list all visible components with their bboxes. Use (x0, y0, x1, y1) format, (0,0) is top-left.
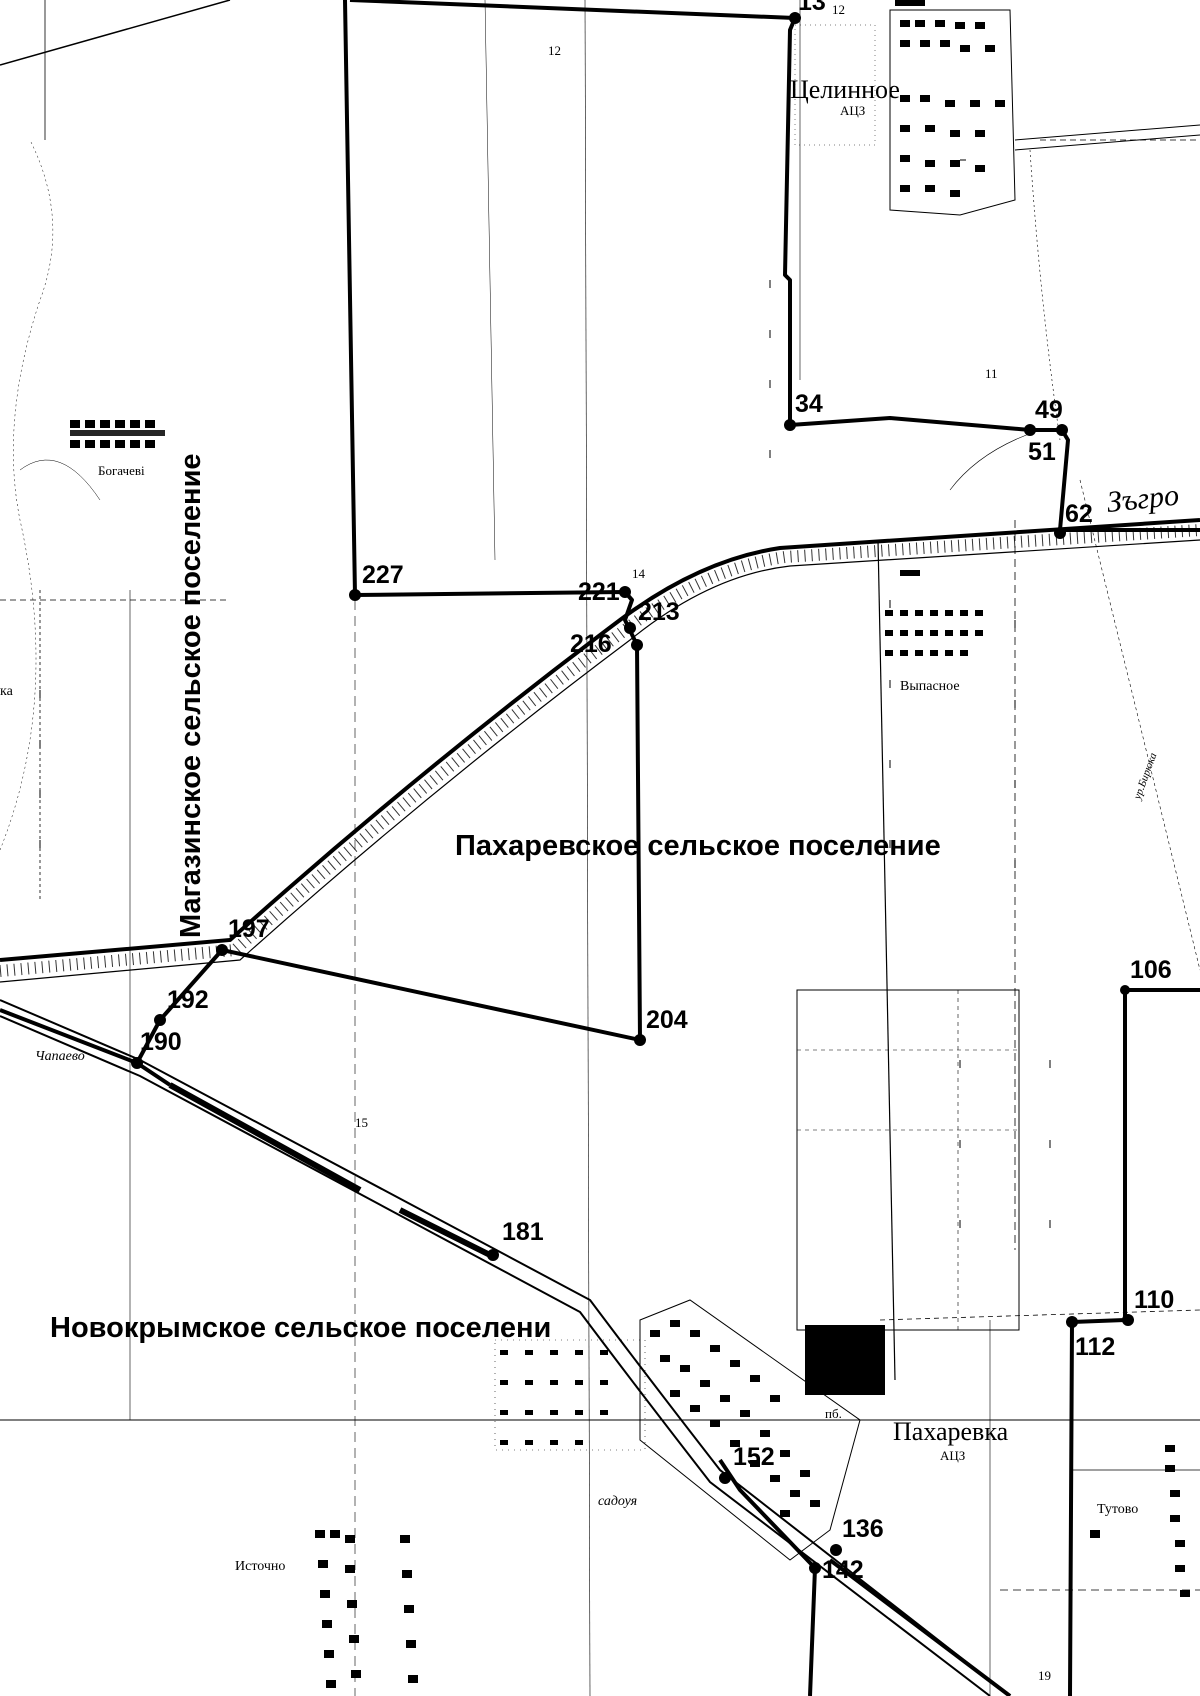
settlement-istochnoe (315, 1530, 418, 1688)
label-152: 152 (733, 1443, 775, 1471)
node-192 (154, 1014, 166, 1026)
settlement-tutovo (1090, 1445, 1190, 1597)
label-34: 34 (795, 390, 823, 418)
settlement-shelinnoe (794, 0, 1200, 216)
map-number-12b: 12 (832, 2, 845, 17)
railway (0, 999, 1011, 1696)
map-number-12a: 12 (548, 43, 561, 58)
node-49 (1024, 424, 1036, 436)
node-204 (634, 1034, 646, 1046)
label-110: 110 (1134, 1286, 1174, 1314)
node-34 (784, 419, 796, 431)
map-number-19: 19 (1038, 1668, 1051, 1683)
label-112: 112 (1075, 1333, 1115, 1361)
label-142: 142 (822, 1556, 864, 1584)
boundary-nodes (131, 12, 1134, 1574)
label-136: 136 (842, 1515, 884, 1543)
label-227: 227 (362, 561, 404, 589)
place-label-pb: пб. (825, 1406, 842, 1421)
label-204: 204 (646, 1006, 688, 1034)
highway (0, 518, 1200, 983)
node-152 (719, 1472, 731, 1484)
node-197 (216, 944, 228, 956)
place-sub-pakharevka: АЦЗ (940, 1448, 965, 1463)
node-227 (349, 589, 361, 601)
node-51 (1056, 424, 1068, 436)
label-216: 216 (570, 630, 612, 658)
label-51: 51 (1028, 438, 1056, 466)
place-label-bogachevo: Богачеві (98, 463, 145, 478)
field-marks (39, 9, 1051, 1228)
settlement-pakharevka (494, 1299, 885, 1561)
place-sub-shelinnoe: АЦЗ (840, 103, 865, 118)
region-label-magazinskoe: Магазинское сельское поселение (175, 453, 207, 938)
place-label-istochno: Источно (235, 1559, 285, 1574)
label-181: 181 (502, 1218, 544, 1246)
label-106: 106 (1130, 956, 1172, 984)
node-62 (1054, 527, 1066, 539)
road-name-label: Зъгро (1105, 479, 1180, 519)
node-142 (809, 1562, 821, 1574)
place-label-sadovaya: садоуя (598, 1494, 637, 1509)
place-label-pakharevka: Пахаревка (893, 1417, 1009, 1446)
label-221: 221 (578, 578, 620, 606)
node-190 (131, 1057, 143, 1069)
region-label-pakharevskoe: Пахаревское сельское поселение (455, 830, 941, 862)
label-192: 192 (167, 986, 209, 1014)
place-label-vypasnoe: Выпасное (900, 679, 960, 694)
map-number-14: 14 (632, 566, 646, 581)
place-label-tutovo: Тутово (1097, 1502, 1138, 1517)
node-112 (1066, 1316, 1078, 1328)
label-213: 213 (638, 598, 680, 626)
edge-fragment-ka: ка (0, 684, 14, 699)
place-label-shelinnoe: Целинное (790, 75, 900, 104)
label-62: 62 (1065, 500, 1093, 528)
place-label-chapaevo: Чапаево (35, 1049, 85, 1064)
map-number-15: 15 (355, 1115, 368, 1130)
label-13: 13 (798, 0, 826, 16)
label-49: 49 (1035, 396, 1063, 424)
node-110 (1122, 1314, 1134, 1326)
node-136 (830, 1544, 842, 1556)
node-181 (487, 1249, 499, 1261)
node-106 (1120, 985, 1130, 995)
node-221 (619, 586, 631, 598)
label-197: 197 (228, 915, 270, 943)
settlement-bogachevo (70, 420, 165, 448)
node-216 (631, 639, 643, 651)
node-213 (624, 622, 636, 634)
map-number-11: 11 (985, 366, 998, 381)
label-190: 190 (140, 1028, 182, 1056)
region-label-novokrymskoe: Новокрымское сельское поселени (50, 1312, 551, 1344)
settlement-vypasnoe (885, 570, 983, 656)
node-13 (789, 12, 801, 24)
